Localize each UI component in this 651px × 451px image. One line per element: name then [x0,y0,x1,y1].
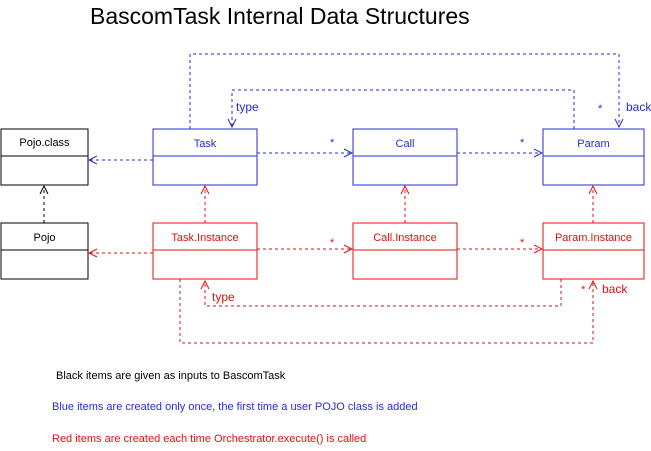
back-label-red: back [602,282,628,296]
task-back-arrow [189,53,619,129]
task-instance-back-arrow [179,279,593,344]
pojo-class-label: Pojo.class [19,137,70,149]
pojo-box: Pojo [0,222,89,280]
task-instance-label: Task.Instance [171,232,238,244]
task-box: Task [152,128,258,186]
param-instance-label: Param.Instance [555,232,632,244]
param-type-arrow [232,89,575,129]
note-red: Red items are created each time Orchestr… [52,433,366,445]
pojo-label: Pojo [33,232,55,244]
page-title: BascomTask Internal Data Structures [90,3,470,29]
type-label-red: type [212,290,235,304]
pojo-class-box: Pojo.class [0,128,89,186]
multiplicity-star: * [520,237,525,249]
call-box: Call [352,128,458,186]
task-instance-box: Task.Instance [152,222,258,280]
param-label: Param [577,138,609,150]
call-label: Call [396,138,415,150]
multiplicity-star: * [598,103,603,115]
param-box: Param [542,128,645,186]
task-label: Task [194,138,217,150]
note-black: Black items are given as inputs to Basco… [56,370,286,382]
param-instance-type-arrow [205,279,562,307]
type-label-blue: type [236,100,259,114]
call-instance-label: Call.Instance [373,232,437,244]
back-label-blue: back [626,100,651,114]
call-instance-box: Call.Instance [352,222,458,280]
multiplicity-star: * [330,137,335,149]
note-blue: Blue items are created only once, the fi… [52,401,418,413]
multiplicity-star: * [330,237,335,249]
param-instance-box: Param.Instance [542,222,645,280]
multiplicity-star: * [520,137,525,149]
multiplicity-star: * [581,284,586,296]
